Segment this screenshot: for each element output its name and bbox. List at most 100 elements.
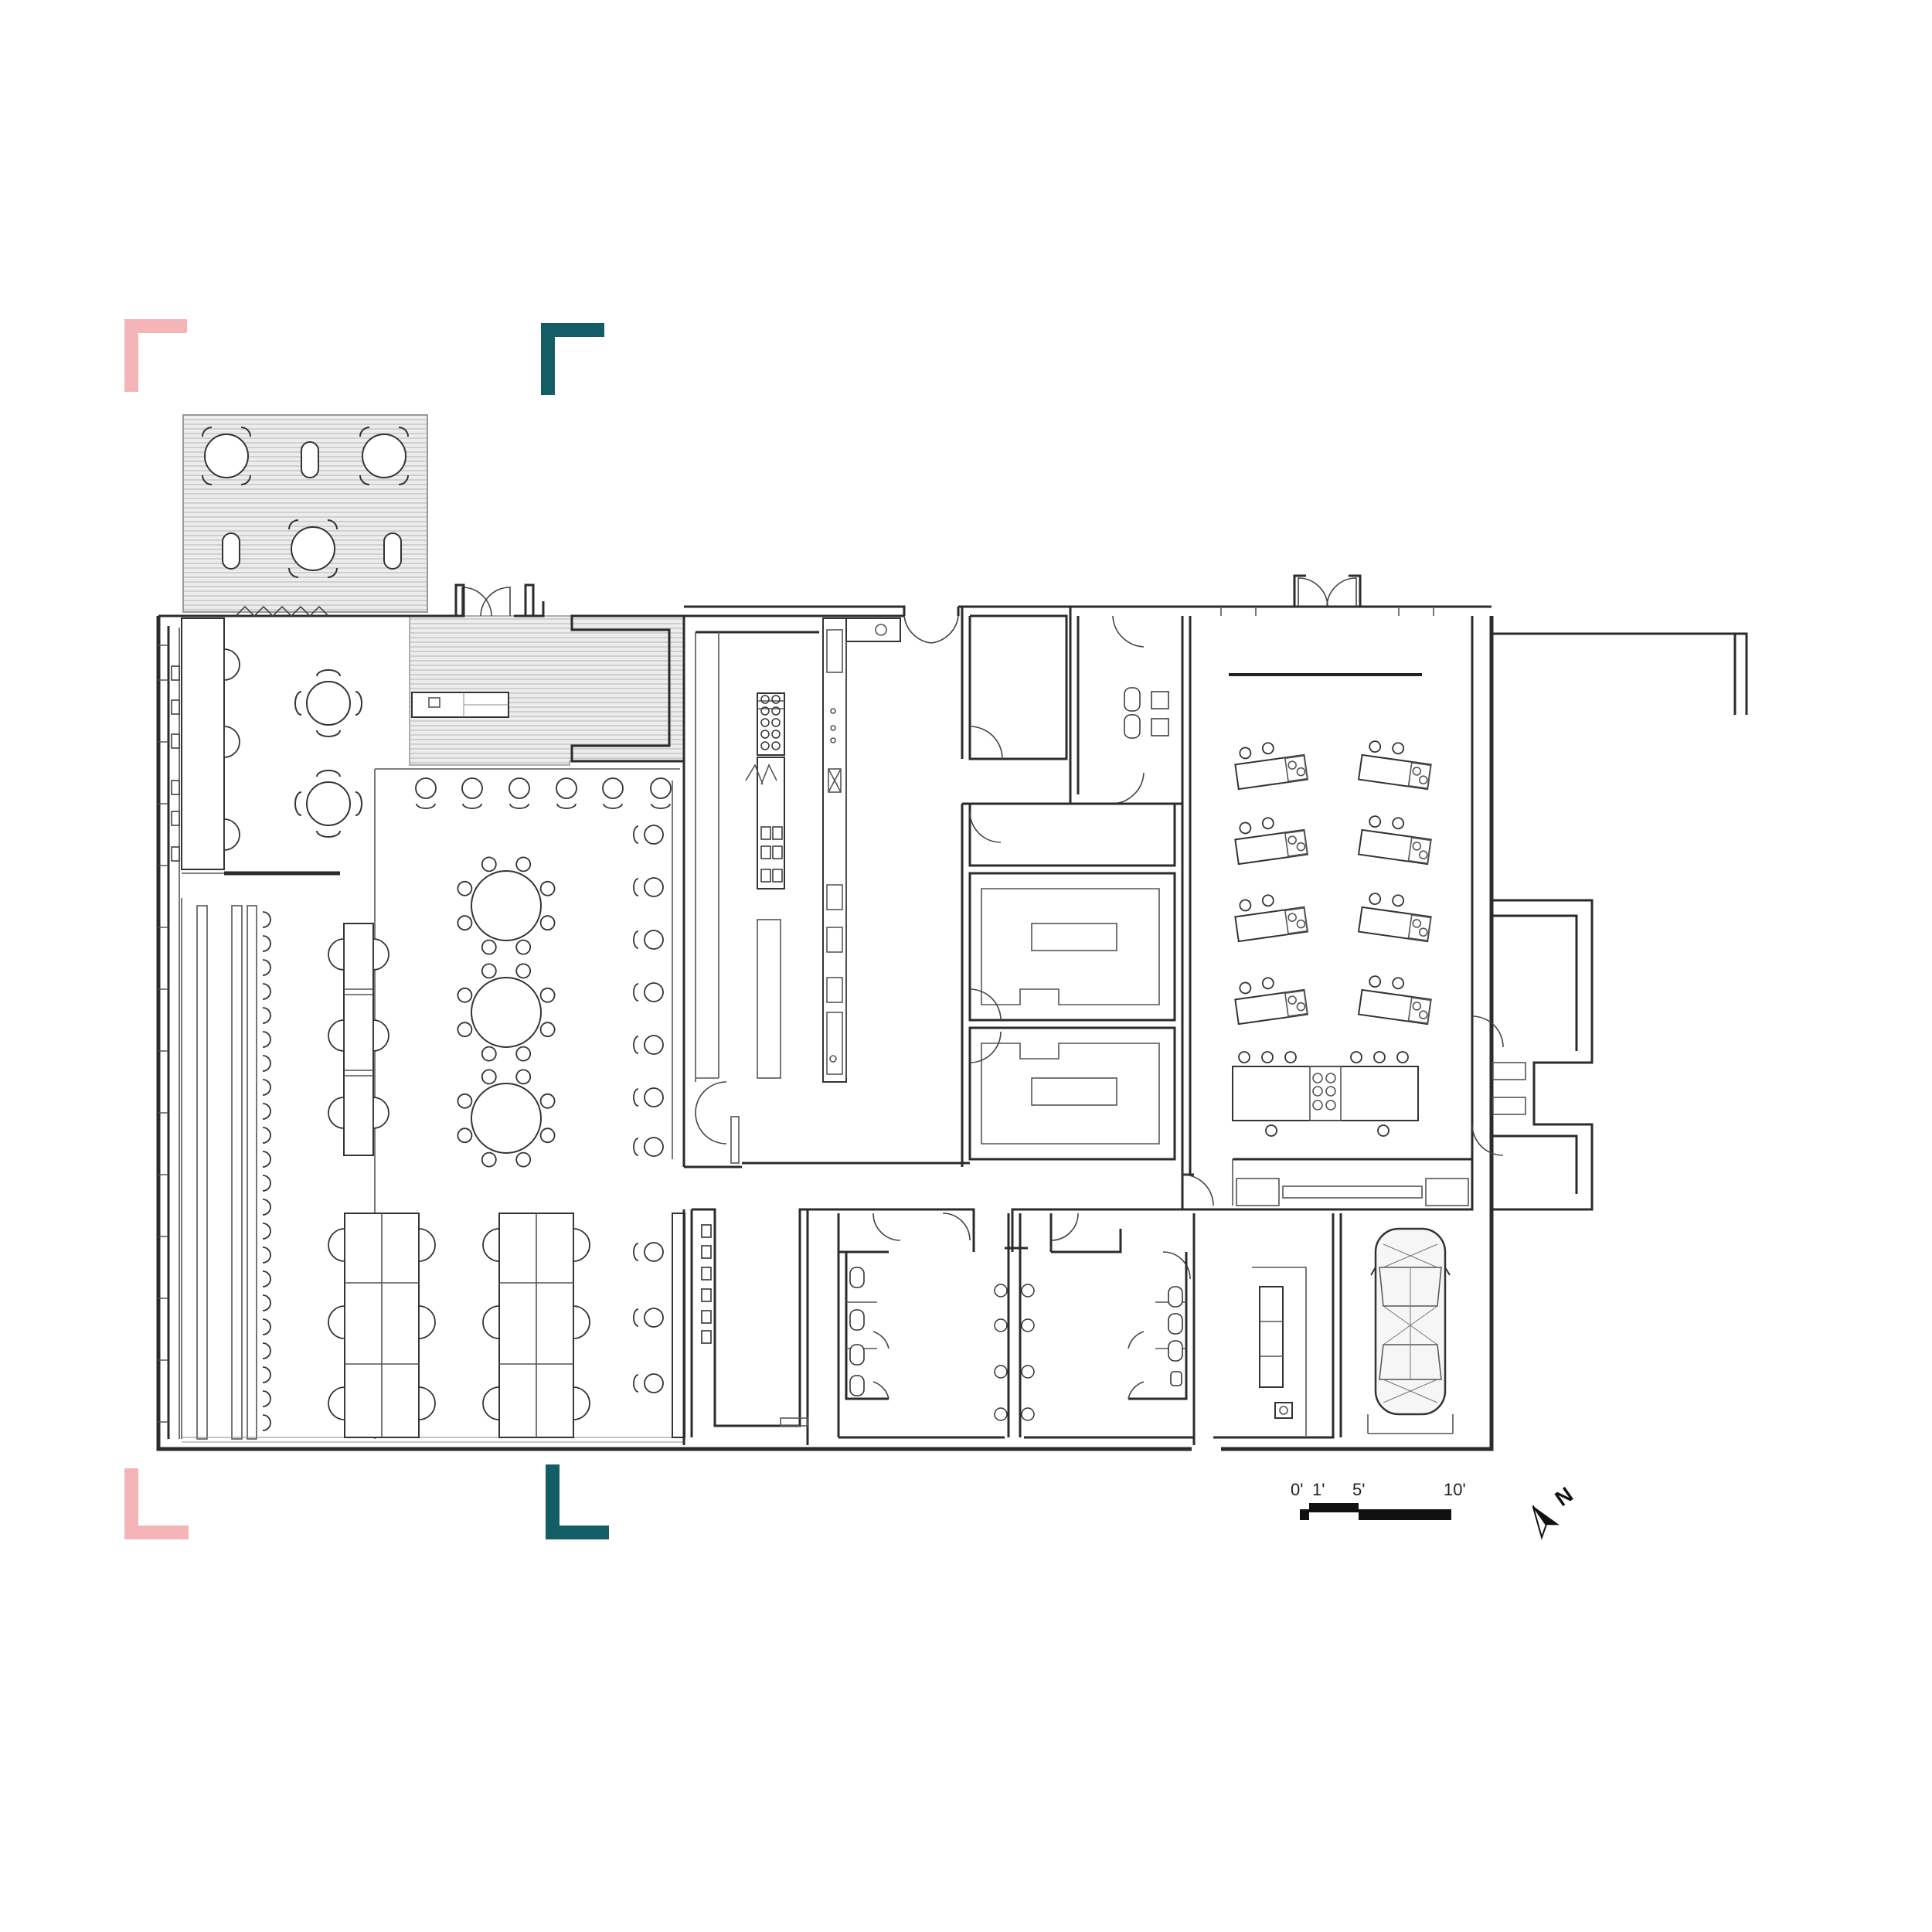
wall-chair bbox=[644, 1035, 664, 1055]
banquette-chair bbox=[262, 983, 271, 1000]
wall-chair bbox=[644, 982, 664, 1002]
dining-chair bbox=[515, 1069, 532, 1085]
corner-bracket-bottom-left-pink bbox=[124, 1468, 189, 1539]
wall-chair bbox=[644, 930, 664, 950]
scale-label-0: 0' bbox=[1291, 1480, 1303, 1499]
wall-chair-back bbox=[633, 825, 639, 844]
banquette-chair bbox=[262, 1318, 271, 1335]
banquette-chair bbox=[262, 1390, 271, 1407]
banquette-chair bbox=[262, 1342, 271, 1359]
banquette-chair bbox=[262, 911, 271, 928]
banquette-chair bbox=[262, 935, 271, 952]
banquette-chair bbox=[262, 1031, 271, 1048]
wall-chair-back bbox=[633, 930, 639, 949]
banquette-chair bbox=[262, 1247, 271, 1264]
banquette-chair bbox=[262, 1127, 271, 1144]
scale-bar: 0' 1' 5' 10' bbox=[1291, 1480, 1466, 1520]
north-arrow-icon bbox=[1532, 1505, 1560, 1540]
bar-counter bbox=[411, 614, 685, 763]
banquette-chair bbox=[262, 1366, 271, 1383]
wall-chair-back bbox=[633, 878, 639, 896]
bar-platform bbox=[409, 615, 685, 766]
banquette-chair bbox=[262, 1007, 271, 1024]
dining-wall-chairs bbox=[633, 825, 664, 1393]
banquette-chair bbox=[262, 1223, 271, 1240]
round-table bbox=[471, 870, 542, 941]
bar-stool-back bbox=[603, 803, 623, 809]
classroom-desk bbox=[1357, 893, 1432, 943]
scale-label-10: 10' bbox=[1444, 1480, 1466, 1499]
banquette-chair bbox=[262, 1175, 271, 1192]
corner-bracket-bottom-teal bbox=[546, 1464, 609, 1539]
banquette-chair bbox=[262, 1199, 271, 1216]
wall-chair-back bbox=[633, 1243, 639, 1261]
dining-chair bbox=[457, 1128, 473, 1144]
corner-bracket-top-teal bbox=[541, 323, 604, 395]
banquette-chair bbox=[262, 1103, 271, 1120]
round-table bbox=[471, 1083, 542, 1154]
banquette-chair bbox=[262, 1414, 271, 1431]
bar-stool bbox=[509, 777, 530, 799]
dining-chair bbox=[457, 1093, 473, 1109]
car-icon bbox=[1370, 1227, 1451, 1416]
dining-chair bbox=[515, 1046, 532, 1062]
wall-chair-back bbox=[633, 1036, 639, 1054]
demo-kitchen-island bbox=[1232, 1051, 1419, 1137]
banquette-chair bbox=[262, 1294, 271, 1311]
round-table bbox=[471, 977, 542, 1048]
banquette-chair bbox=[262, 1151, 271, 1168]
banquette-chair bbox=[262, 1079, 271, 1096]
dining-chair bbox=[515, 856, 532, 872]
banquette-chair bbox=[262, 1055, 271, 1072]
west-windows bbox=[158, 645, 168, 1423]
wall-chair-back bbox=[633, 1088, 639, 1107]
service-corridor bbox=[682, 1208, 808, 1445]
garage bbox=[1192, 1213, 1454, 1445]
dining-chair bbox=[481, 1069, 497, 1085]
restrooms bbox=[806, 1167, 1194, 1445]
scale-label-5: 5' bbox=[1352, 1480, 1365, 1499]
dining-chair bbox=[457, 915, 473, 931]
wall-chair-back bbox=[633, 983, 639, 1002]
classroom-desk bbox=[1234, 742, 1309, 791]
wall-chair-back bbox=[633, 1374, 639, 1393]
bar-stool bbox=[461, 777, 483, 799]
dining-chair bbox=[539, 1022, 556, 1038]
dining-chair bbox=[539, 987, 556, 1003]
wall-chair bbox=[644, 1087, 664, 1107]
dining-chair bbox=[481, 1046, 497, 1062]
wall-chair bbox=[644, 1308, 664, 1328]
corner-markers bbox=[124, 319, 609, 1539]
dining-chair bbox=[539, 1128, 556, 1144]
dining-chair bbox=[539, 915, 556, 931]
communal-tables bbox=[328, 923, 590, 1438]
dining-chair bbox=[481, 939, 497, 955]
wall-chair bbox=[644, 1373, 664, 1393]
bar-stool bbox=[602, 777, 624, 799]
dining-chair bbox=[515, 1151, 532, 1168]
classroom-desk bbox=[1357, 975, 1432, 1026]
dining-chair bbox=[539, 1093, 556, 1109]
corner-bracket-top-left-pink bbox=[124, 319, 187, 392]
entrance-doors bbox=[235, 583, 535, 617]
dining-chair bbox=[457, 1022, 473, 1038]
dining-chair bbox=[515, 963, 532, 979]
dining-chair bbox=[481, 1151, 497, 1168]
bar-stool-back bbox=[462, 803, 482, 809]
classroom-desk bbox=[1234, 977, 1309, 1026]
north-label: N bbox=[1551, 1482, 1577, 1511]
wall-chair-back bbox=[633, 1308, 639, 1327]
classroom-desk bbox=[1234, 817, 1309, 866]
round-dining-tables bbox=[457, 856, 556, 1168]
banquette-chairs bbox=[262, 911, 271, 1431]
classroom-desk bbox=[1357, 815, 1432, 866]
bar-stool bbox=[650, 777, 672, 799]
dining-chair bbox=[515, 939, 532, 955]
wall-chair-back bbox=[633, 1138, 639, 1156]
scale-label-1: 1' bbox=[1312, 1480, 1325, 1499]
kitchen bbox=[684, 605, 970, 1165]
bar-stool-back bbox=[651, 803, 671, 809]
classroom bbox=[1182, 574, 1504, 1211]
bar-stool-back bbox=[509, 803, 529, 809]
